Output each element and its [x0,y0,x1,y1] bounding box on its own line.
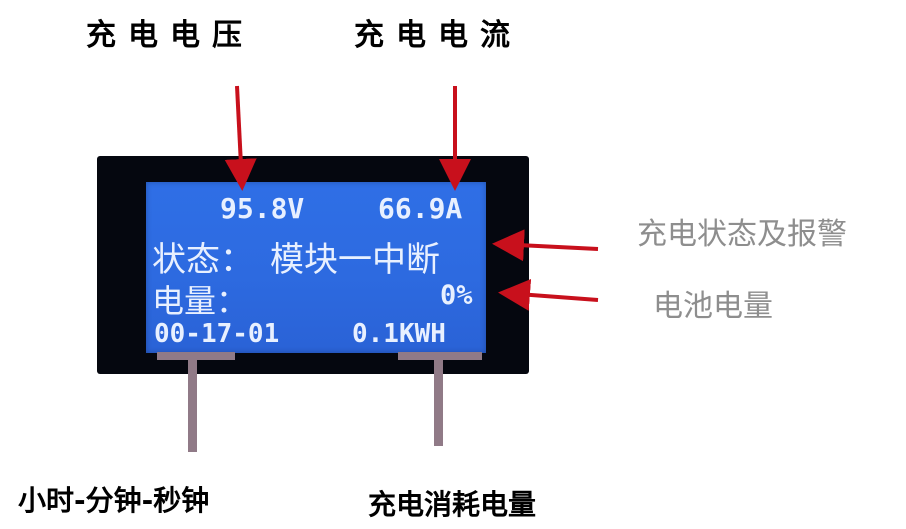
battery-arrow [498,278,599,311]
lcd-time-readout: 00-17-01 [154,319,280,349]
lcd-screen: 95.8V 66.9A 状态： 模块一中断 电量： 0% 00-17-01 0.… [146,182,486,353]
lcd-current-readout: 66.9A [378,192,463,225]
label-charge-current: 充电电流 [354,18,522,53]
label-charge-voltage: 充电电压 [86,18,254,53]
label-status-alarm: 充电状态及报警 [637,217,847,252]
status-arrow [492,229,599,262]
lcd-status-label: 状态： [152,240,254,280]
label-battery-level: 电池电量 [653,289,773,324]
time-pointer-bar [157,352,235,360]
lcd-energy-readout: 0.1KWH [352,319,446,349]
lcd-status-value: 模块一中断 [270,240,440,280]
energy-pointer-stem [434,360,443,446]
energy-pointer-bar [398,352,482,360]
lcd-battery-value: 0% [440,280,473,311]
lcd-voltage-readout: 95.8V [220,192,305,225]
time-pointer-stem [188,360,197,452]
lcd-battery-label: 电量： [152,282,249,320]
voltage-arrow [224,85,257,191]
label-time-format: 小时-分钟-秒钟 [18,484,210,517]
label-energy-consumed: 充电消耗电量 [368,488,537,521]
